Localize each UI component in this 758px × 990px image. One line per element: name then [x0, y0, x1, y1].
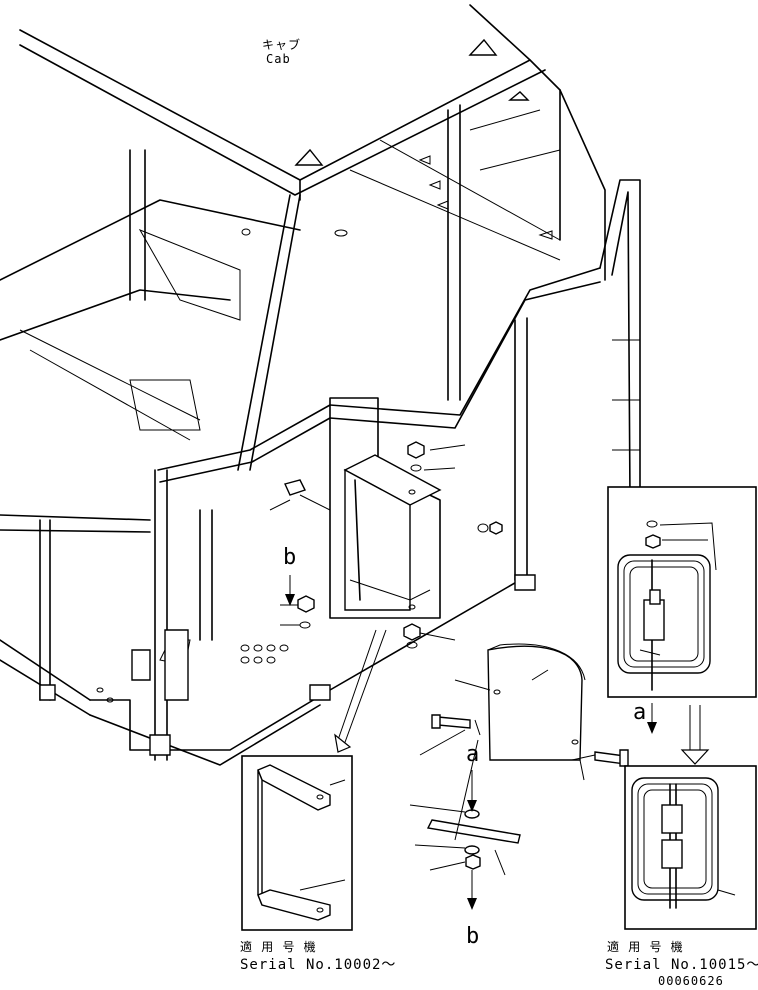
callout-a-right: a — [633, 700, 647, 725]
callout-b-top: b — [283, 545, 297, 570]
serial-left-no: Serial No.10002～ — [240, 957, 397, 973]
holes — [96, 644, 289, 703]
cab-label-en: Cab — [266, 52, 291, 66]
detail-box-mirror-lower — [624, 765, 757, 930]
callout-a-left: a — [466, 742, 480, 767]
stay-bar — [409, 739, 521, 910]
cab-label-jp: キャブ — [262, 38, 302, 52]
fasteners — [269, 441, 503, 649]
drawing-number: 00060626 — [658, 974, 724, 988]
mirror-cover — [454, 643, 586, 761]
serial-right-jp: 適 用 号 機 — [607, 940, 684, 954]
detail-box-mirror-upper — [607, 486, 757, 698]
cover-bolts — [419, 714, 629, 781]
serial-left-jp: 適 用 号 機 — [240, 940, 317, 954]
callout-b-bottom: b — [466, 924, 480, 949]
mounting-bracket — [329, 397, 442, 619]
cab-frame — [0, 4, 606, 471]
serial-right-no: Serial No.10015～ — [605, 957, 758, 973]
arrows — [285, 575, 710, 765]
detail-box-bracket — [241, 755, 353, 931]
